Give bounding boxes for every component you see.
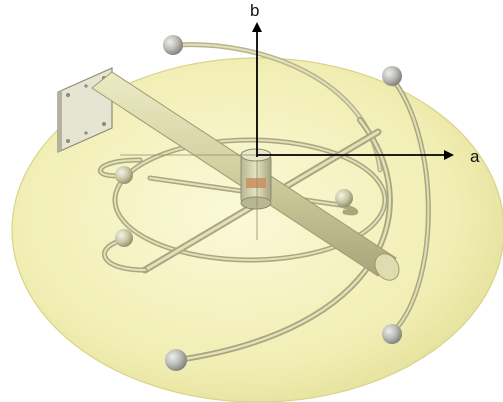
ellipsoid-envelope bbox=[11, 57, 503, 402]
ball-top-left bbox=[163, 35, 183, 55]
axis-b-label: b bbox=[250, 1, 259, 20]
ball-top-right bbox=[382, 66, 402, 86]
right-arc bbox=[389, 75, 431, 333]
construction-lines bbox=[120, 154, 258, 240]
central-hub bbox=[240, 148, 272, 210]
ball-bottom-right bbox=[382, 324, 402, 344]
axis-a-label: a bbox=[470, 147, 480, 166]
coordinate-axes: b a bbox=[250, 1, 480, 166]
ball-center-right bbox=[335, 189, 353, 207]
ball-left-lower bbox=[115, 229, 133, 247]
ball-left-upper bbox=[115, 166, 133, 184]
ball-bottom-left bbox=[165, 349, 187, 371]
balls bbox=[115, 35, 402, 371]
equatorial-ring bbox=[112, 137, 388, 263]
